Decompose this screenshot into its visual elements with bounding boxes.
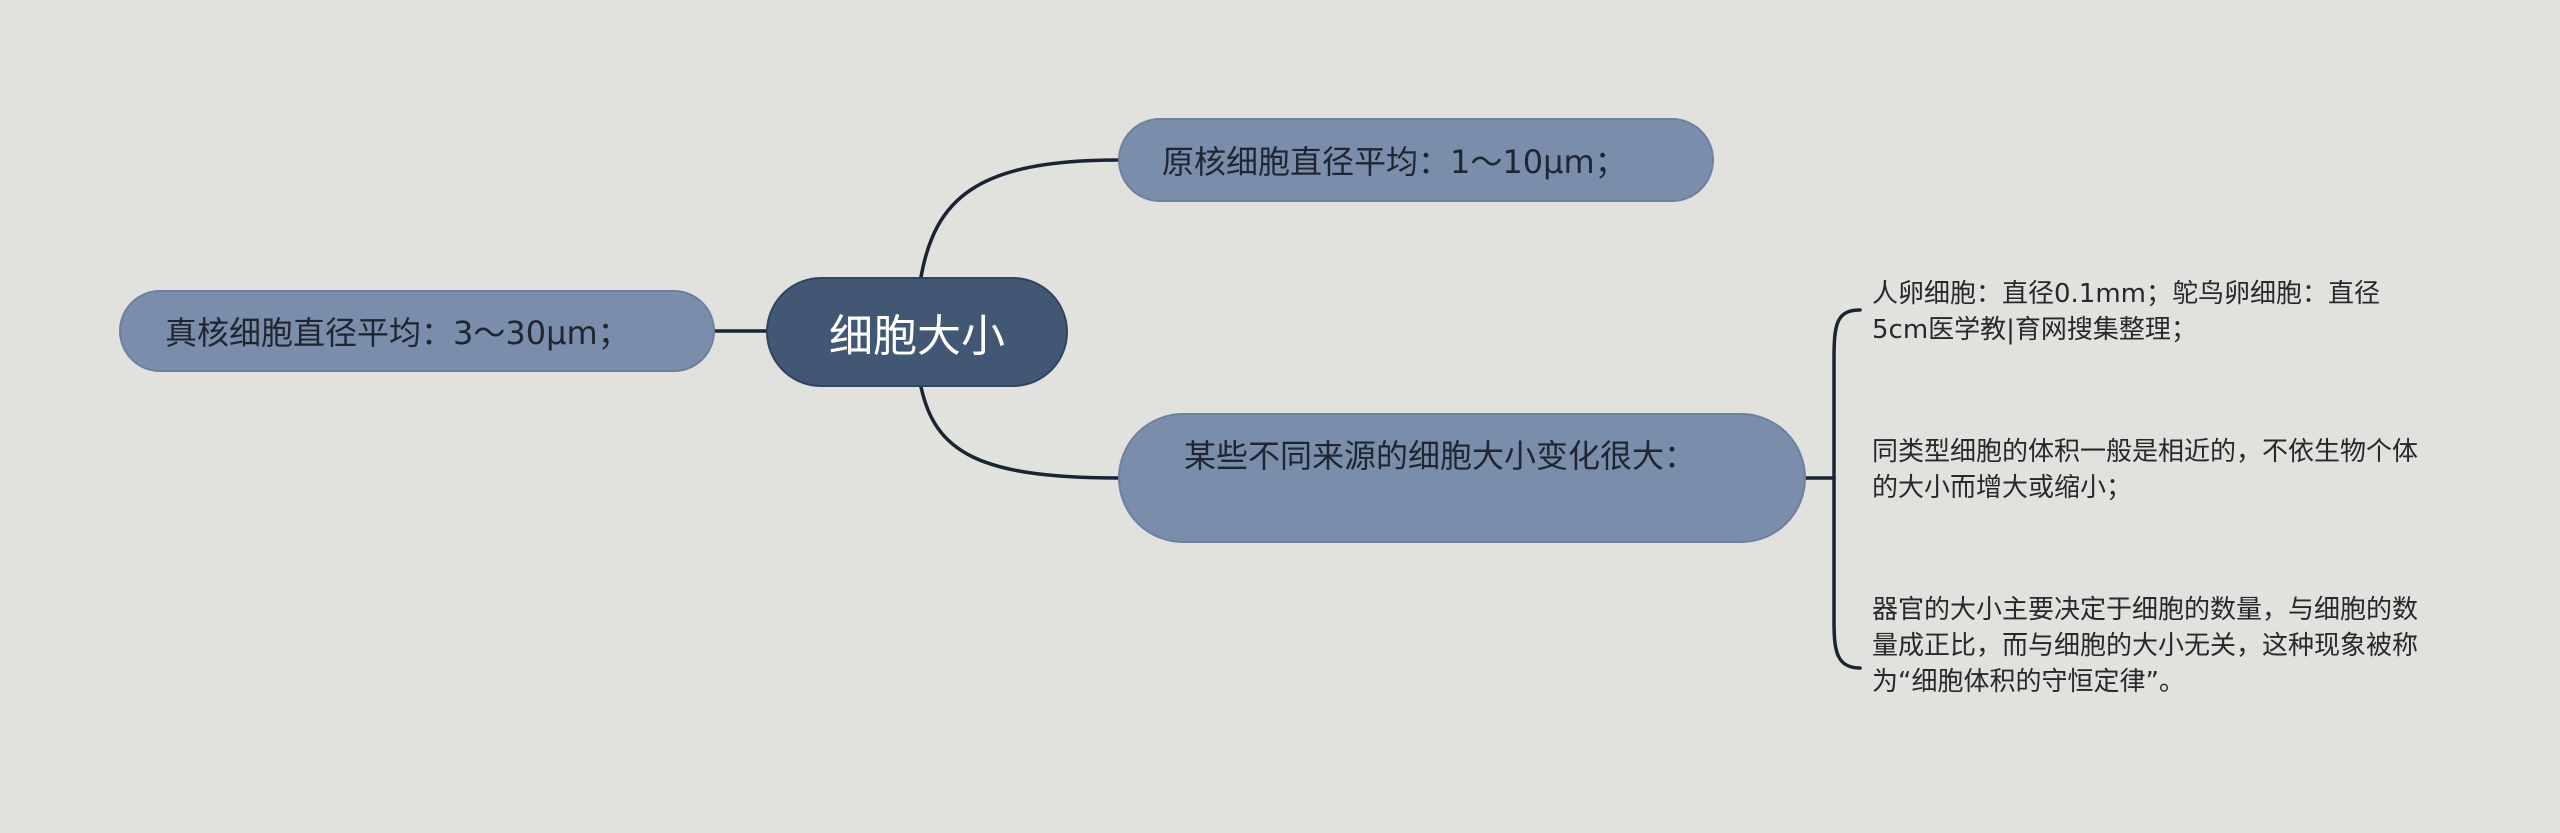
branch-eukaryote-label: 真核细胞直径平均：3～30μm； <box>165 314 630 352</box>
leaf-egg-cell[interactable]: 人卵细胞：直径0.1mm；鸵鸟卵细胞：直径5cm医学教|育网搜集整理； <box>1872 276 2428 348</box>
branch-size-variation-label: 某些不同来源的细胞大小变化很大： <box>1184 437 1697 475</box>
branch-prokaryote[interactable]: 原核细胞直径平均：1～10μm； <box>1118 118 1714 202</box>
connector-root-to-bottom <box>919 385 1120 480</box>
root-node[interactable]: 细胞大小 <box>766 277 1068 387</box>
branch-prokaryote-label: 原核细胞直径平均：1～10μm； <box>1162 143 1627 181</box>
leaf-organ-size-label: 器官的大小主要决定于细胞的数量，与细胞的数量成正比，而与细胞的大小无关，这种现象… <box>1872 595 2419 697</box>
leaf-egg-cell-label: 人卵细胞：直径0.1mm；鸵鸟卵细胞：直径5cm医学教|育网搜集整理； <box>1872 279 2381 345</box>
connector-bracket <box>1832 308 1862 670</box>
leaf-same-type-cells[interactable]: 同类型细胞的体积一般是相近的，不依生物个体的大小而增大或缩小； <box>1872 434 2428 506</box>
connector-root-to-top <box>919 158 1120 279</box>
leaf-organ-size[interactable]: 器官的大小主要决定于细胞的数量，与细胞的数量成正比，而与细胞的大小无关，这种现象… <box>1872 592 2428 700</box>
leaf-same-type-cells-label: 同类型细胞的体积一般是相近的，不依生物个体的大小而增大或缩小； <box>1872 437 2419 503</box>
branch-eukaryote[interactable]: 真核细胞直径平均：3～30μm； <box>119 290 715 372</box>
root-label: 细胞大小 <box>829 311 1005 362</box>
branch-size-variation[interactable]: 某些不同来源的细胞大小变化很大： <box>1118 413 1806 543</box>
